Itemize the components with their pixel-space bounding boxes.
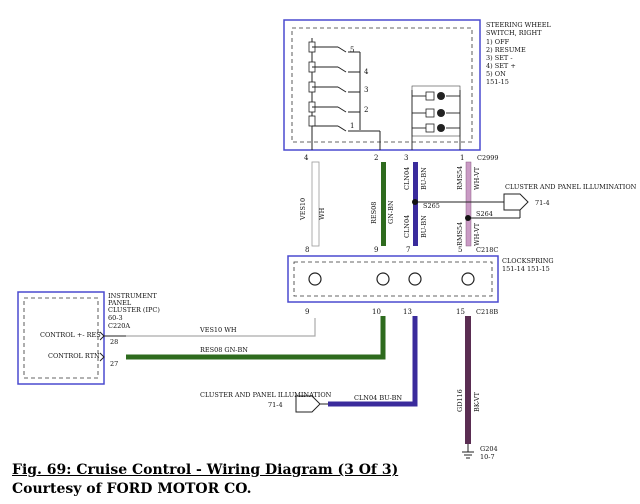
wire-rms54-upper <box>465 161 472 247</box>
ground-symbol <box>462 444 474 459</box>
wire-label-wh-vt-b: WH-VT <box>473 222 481 246</box>
led-icons <box>425 91 445 133</box>
ground-ref: 10-7 <box>480 453 495 461</box>
steering-wheel-switch: 5 4 3 2 1 STEERING WHEEL SWITCH, RIGHT 1… <box>283 19 553 162</box>
wire-label-rms54-b: RMS54 <box>456 222 464 246</box>
ipc-pin-arrows <box>99 331 126 362</box>
ipc-connector-id: C220A <box>108 322 130 330</box>
ipc-title: INSTRUMENT PANEL CLUSTER (IPC) 60-3 <box>108 292 162 322</box>
ipc-row-rtn-label: CONTROL RTN <box>48 352 100 360</box>
wire-cln04-lower <box>328 316 418 407</box>
ipc-row-res-pin: 28 <box>110 338 118 346</box>
ipc-row-res-label: CONTROL +- RES <box>40 331 101 339</box>
clockspring-coils <box>308 272 475 286</box>
cs-top-pin-9: 9 <box>374 246 378 254</box>
wire-res08-lower <box>126 316 386 360</box>
wire-res08-upper <box>381 162 386 246</box>
wire-label-res08: RES08 <box>370 202 378 224</box>
illum-label-upper: CLUSTER AND PANEL ILLUMINATION <box>505 183 637 191</box>
ipc-inner-box <box>23 297 99 379</box>
contact-label-5: 5 <box>350 46 354 54</box>
cs-top-pin-7: 7 <box>406 246 410 254</box>
cs-bottom-pin-10: 10 <box>372 308 381 316</box>
ipc-outer-box <box>17 291 105 385</box>
cs-bottom-pin-9: 9 <box>305 308 309 316</box>
splice-label-s264: S264 <box>476 210 493 218</box>
wire-label-bk-vt: BK-VT <box>473 391 481 412</box>
wire-label-wh-vt-a: WH-VT <box>473 166 481 190</box>
switch-pin-2: 2 <box>374 154 378 162</box>
wire-gd116 <box>465 316 471 444</box>
switch-contacts <box>311 46 381 150</box>
contact-label-2: 2 <box>364 106 368 114</box>
instrument-panel-cluster: INSTRUMENT PANEL CLUSTER (IPC) 60-3 C220… <box>17 291 162 385</box>
illum-connector-lower <box>295 395 328 413</box>
wire-label-cln04-bu-bn: CLN04 BU-BN <box>354 394 402 402</box>
wire-label-wh: WH <box>318 207 326 220</box>
wire-label-ves10-wh: VES10 WH <box>199 326 237 334</box>
wire-ves10-upper <box>311 161 320 247</box>
splice-s264-dot <box>465 215 471 221</box>
wire-label-cln04-b: CLN04 <box>403 215 411 238</box>
clockspring-title: CLOCKSPRING 151-14 151-15 <box>502 257 556 273</box>
cs-bottom-pin-15: 15 <box>456 308 465 316</box>
wire-label-cln04-a: CLN04 <box>403 167 411 190</box>
wire-label-gn-bn: GN-BN <box>387 200 395 224</box>
wires-upper <box>311 161 521 247</box>
switch-title: STEERING WHEEL SWITCH, RIGHT 1) OFF 2) R… <box>486 21 553 86</box>
wire-label-bu-bn-b: BU-BN <box>420 215 428 238</box>
cs-top-connector: C218C <box>476 246 498 254</box>
wire-ves10-lower <box>126 318 316 337</box>
clockspring-outer-box <box>287 255 499 303</box>
wires-lower <box>126 316 471 444</box>
figure-credit: Courtesy of FORD MOTOR CO. <box>12 481 252 497</box>
splice-s265-dot <box>412 199 418 205</box>
contact-label-4: 4 <box>364 68 369 76</box>
wire-label-rms54-a: RMS54 <box>456 166 464 190</box>
cs-top-pin-8: 8 <box>305 246 309 254</box>
cs-bottom-pin-13: 13 <box>403 308 412 316</box>
wire-label-bu-bn-a: BU-BN <box>420 167 428 190</box>
illum-connector-upper <box>480 193 529 211</box>
ground-id: G204 <box>480 445 498 453</box>
switch-pin-1: 1 <box>460 154 464 162</box>
wire-label-res08-gn-bn: RES08 GN-BN <box>200 346 248 354</box>
clockspring: 8 9 7 5 C218C CLOCKSPRING 151-14 151-15 … <box>287 246 556 316</box>
switch-connector-id: C2999 <box>477 154 499 162</box>
cs-top-pin-5: 5 <box>458 246 462 254</box>
cs-bottom-connector: C218B <box>476 308 498 316</box>
illum-label-lower: CLUSTER AND PANEL ILLUMINATION <box>200 391 332 399</box>
switch-pin-4: 4 <box>304 154 309 162</box>
splice-label-s265: S265 <box>423 202 440 210</box>
illum-ref-lower: 71-4 <box>268 401 283 409</box>
contact-label-3: 3 <box>364 86 368 94</box>
contact-label-1: 1 <box>350 122 354 130</box>
switch-pin-3: 3 <box>404 154 408 162</box>
illum-ref-upper: 71-4 <box>535 199 550 207</box>
wire-label-ves10: VES10 <box>299 198 307 221</box>
ipc-row-rtn-pin: 27 <box>110 360 118 368</box>
wire-label-gd116: GD116 <box>456 389 464 412</box>
clockspring-inner-box <box>293 261 493 297</box>
led-group <box>411 85 461 150</box>
figure-caption: Fig. 69: Cruise Control - Wiring Diagram… <box>12 462 399 478</box>
